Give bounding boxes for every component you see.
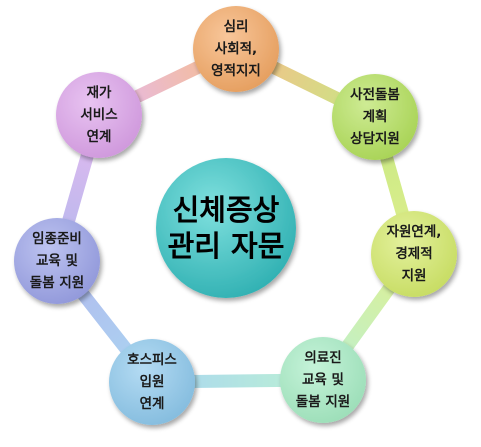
node-label-line: 사회적, (214, 41, 258, 57)
node-label-line: 연계 (86, 129, 112, 145)
node-label-line: 서비스 (80, 107, 118, 123)
node-label-line: 지원 (401, 268, 427, 284)
center-label-line-2: 관리 자문 (167, 229, 285, 263)
node-circle (280, 337, 366, 423)
center-label: 신체증상 관리 자문 (146, 183, 306, 273)
node-label-line: 돌봄 지원 (29, 275, 85, 291)
node-label-line: 영적지지 (211, 63, 261, 79)
node-label-line: 경제적 (395, 246, 433, 262)
node-circles (14, 6, 457, 425)
node-label-line: 상담지원 (350, 131, 400, 147)
node-label-line: 계획 (362, 109, 388, 125)
node-label-line: 돌봄 지원 (295, 394, 351, 410)
node-label-line: 호스피스 (127, 352, 177, 368)
node-circle (371, 211, 457, 297)
center-circle (156, 158, 296, 298)
node-circle (109, 339, 195, 425)
node-label-line: 입원 (139, 374, 165, 390)
node-label-line: 연계 (139, 396, 165, 412)
node-label-line: 교육 및 (36, 253, 78, 269)
node-label-line: 교육 및 (302, 372, 344, 388)
node-circle (193, 6, 279, 92)
node-label-line: 임종준비 (32, 231, 82, 247)
node-circle (14, 218, 100, 304)
node-label-line: 사전돌봄 (350, 87, 400, 103)
node-circle (332, 74, 418, 160)
center-label-line-1: 신체증상 (172, 193, 280, 227)
node-circle (56, 72, 142, 158)
node-label-line: 재가 (86, 85, 112, 101)
node-label-line: 심리 (223, 19, 249, 35)
node-label-line: 의료진 (304, 350, 342, 366)
node-label-line: 자원연계, (386, 224, 442, 240)
